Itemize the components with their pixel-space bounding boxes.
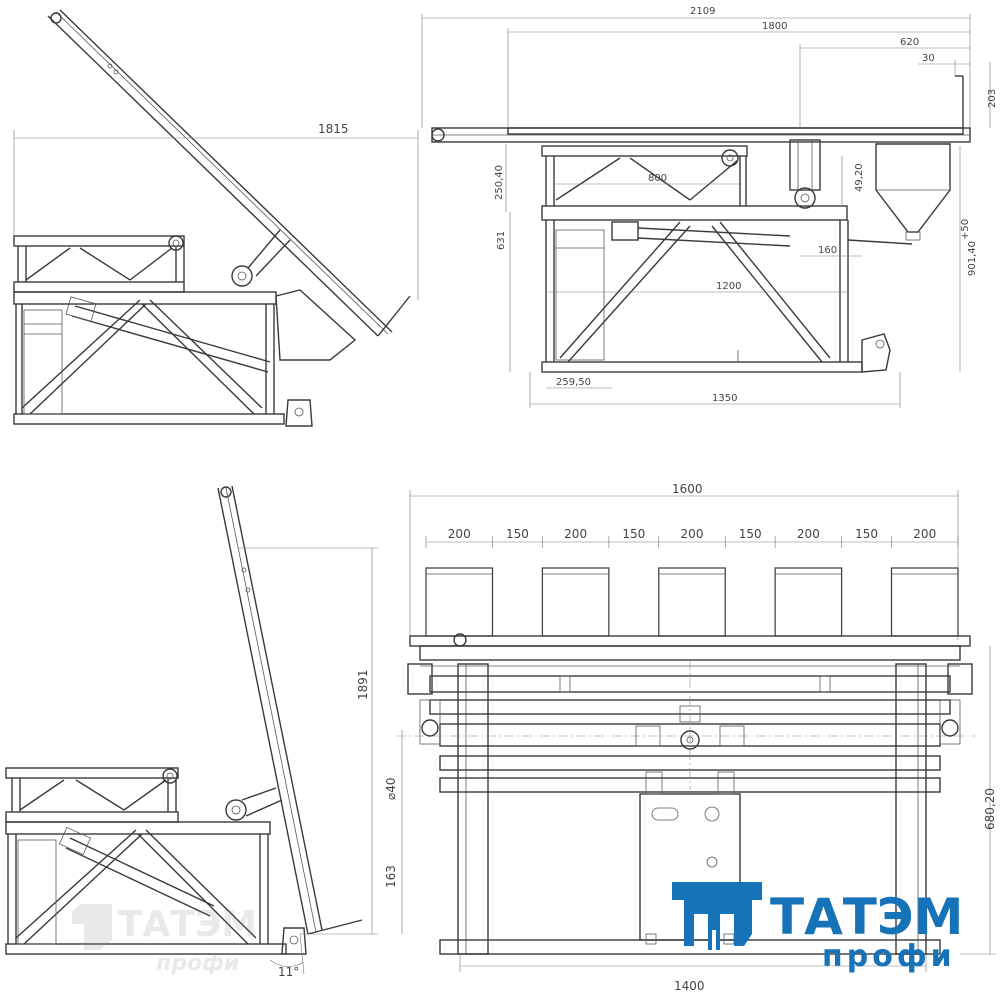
side-view-tilted: 1815 bbox=[13, 9, 419, 427]
dim-label-tolerance: +50 bbox=[960, 219, 971, 240]
brand-logo: ТАТЭМ профи bbox=[672, 882, 963, 974]
thread-spool bbox=[658, 567, 726, 637]
segment-label: 150 bbox=[739, 527, 762, 541]
raised-base-frame bbox=[5, 821, 287, 955]
flat-tabletop bbox=[431, 75, 971, 143]
thread-spool bbox=[425, 567, 494, 637]
dim-label-overall: 2109 bbox=[690, 6, 715, 17]
segment-label: 200 bbox=[797, 527, 820, 541]
hopper bbox=[875, 143, 951, 241]
dim-label-diameter: ⌀40 bbox=[384, 778, 398, 801]
segment-label: 150 bbox=[622, 527, 645, 541]
dim-label-height: 1891 bbox=[356, 669, 370, 700]
side-view-raised: 1891 ⌀40 163 11° ТАТЭМ профи bbox=[5, 485, 403, 979]
watermark-logo: ТАТЭМ профи bbox=[72, 904, 257, 976]
flat-actuator bbox=[611, 221, 913, 247]
front-view: 1600 200 150 200 150 200 150 200 150 200 bbox=[396, 482, 997, 993]
raised-tabletop bbox=[217, 485, 363, 955]
dim-label-top-height: 203 bbox=[987, 89, 998, 108]
front-dimensions-side: 680,20 1400 bbox=[459, 646, 997, 993]
thread-spool bbox=[890, 567, 959, 637]
actuator bbox=[65, 296, 271, 373]
flat-upper-frame bbox=[541, 145, 848, 221]
dim-label-angle: 11° bbox=[278, 965, 299, 979]
motor-column bbox=[789, 139, 821, 209]
hinge-assembly bbox=[231, 229, 357, 427]
thread-spools bbox=[425, 567, 959, 637]
dim-label-front-height: 680,20 bbox=[983, 788, 997, 830]
dim-label-upper-width: 800 bbox=[648, 173, 667, 184]
front-dimensions-top: 1600 bbox=[409, 482, 959, 640]
dim-label-arm: 160 bbox=[818, 245, 837, 256]
tilted-tabletop bbox=[47, 9, 411, 337]
segment-label: 150 bbox=[506, 527, 529, 541]
thread-spool bbox=[774, 567, 843, 637]
segment-label: 200 bbox=[681, 527, 704, 541]
dim-label-width: 1815 bbox=[318, 122, 349, 136]
raised-dimensions: 1891 ⌀40 163 11° bbox=[238, 547, 403, 979]
dim-label-offset: 620 bbox=[900, 37, 919, 48]
dim-label-lip: 30 bbox=[922, 53, 935, 64]
flat-dimensions: 2109 1800 620 30 203 250,40 800 49,20 63… bbox=[421, 6, 998, 408]
segment-label: 150 bbox=[855, 527, 878, 541]
dim-label-front-overall: 1600 bbox=[672, 482, 703, 496]
front-frame bbox=[396, 660, 976, 955]
segment-label: 200 bbox=[448, 527, 471, 541]
flat-base-frame bbox=[541, 220, 891, 373]
dim-label-upper-frame: 250,40 bbox=[494, 165, 505, 200]
base-frame bbox=[13, 291, 285, 425]
dim-label-front-base: 1400 bbox=[674, 979, 705, 993]
raised-actuator bbox=[58, 826, 215, 917]
dim-label-table: 1800 bbox=[762, 21, 787, 32]
thread-spool bbox=[541, 567, 610, 637]
dim-label-foot-offset: 259,50 bbox=[556, 377, 591, 388]
raised-upper-frame bbox=[5, 767, 179, 823]
dim-label-base: 1350 bbox=[712, 393, 737, 404]
sewing-machine-icon bbox=[672, 882, 762, 950]
segment-label: 200 bbox=[564, 527, 587, 541]
watermark-brand: ТАТЭМ bbox=[118, 904, 257, 945]
dim-label-inner-width: 1200 bbox=[716, 281, 741, 292]
logo-tagline: профи bbox=[822, 939, 956, 974]
dim-label-frame-height: 631 bbox=[496, 231, 507, 250]
dim-label-total-height: 901,40 bbox=[967, 241, 978, 276]
dim-label-lift: 163 bbox=[384, 865, 398, 888]
dim-1815: 1815 bbox=[13, 122, 419, 300]
upper-frame bbox=[13, 235, 185, 293]
watermark-tagline: профи bbox=[156, 951, 239, 976]
logo-brand: ТАТЭМ bbox=[770, 888, 963, 946]
segment-label: 200 bbox=[913, 527, 936, 541]
dim-label-motor: 49,20 bbox=[854, 163, 865, 192]
segment-labels: 200 150 200 150 200 150 200 150 200 bbox=[425, 527, 959, 548]
side-view-flat: 2109 1800 620 30 203 250,40 800 49,20 63… bbox=[421, 6, 998, 408]
